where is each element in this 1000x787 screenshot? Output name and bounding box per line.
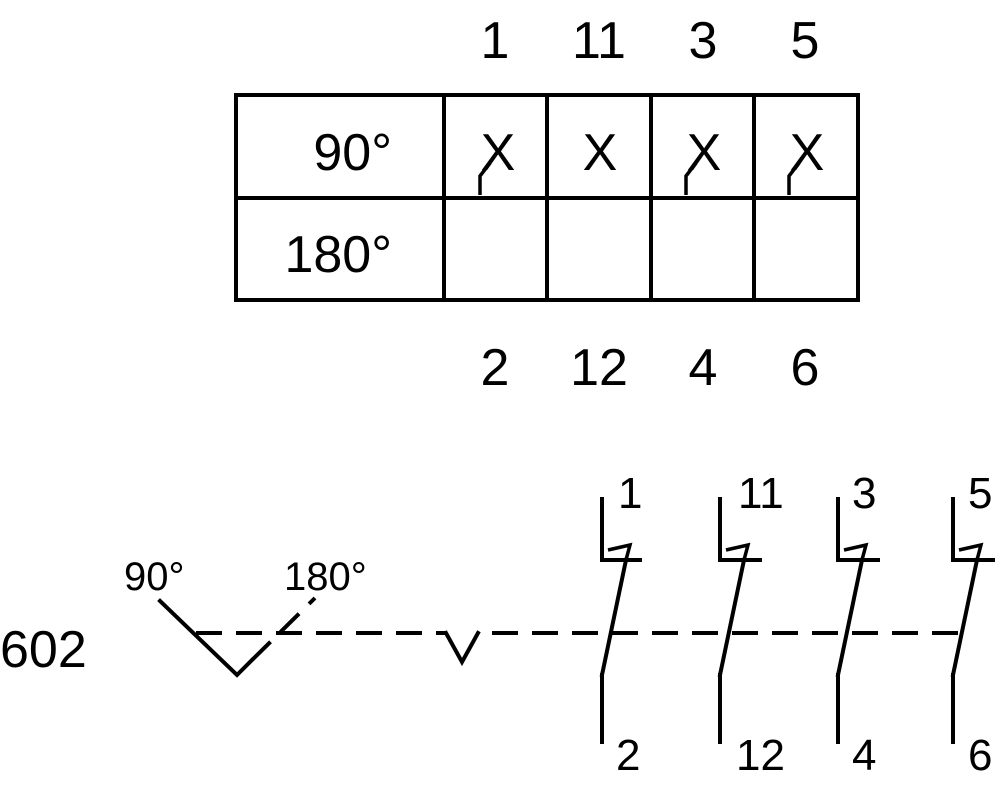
fixed-contact <box>951 497 995 562</box>
moving-contact <box>717 557 747 678</box>
table-top-terminal: 11 <box>572 12 626 70</box>
table-bottom-terminal: 6 <box>791 339 820 397</box>
position-label: 90° <box>124 555 185 599</box>
contact-11-12: 11 12 <box>717 469 785 780</box>
detent-symbol <box>443 630 481 667</box>
contact-top-label: 1 <box>618 469 642 518</box>
table-top-terminal: 5 <box>791 12 820 70</box>
contact-top-label: 11 <box>738 469 784 518</box>
contact-bottom-label: 2 <box>616 731 640 780</box>
contact-bottom-label: 6 <box>968 731 992 780</box>
table-row-label: 180° <box>284 226 392 284</box>
contact-top-label: 5 <box>968 469 992 518</box>
contact-top-label: 3 <box>852 469 876 518</box>
position-label: 180° <box>284 555 367 599</box>
mark-link-tick <box>684 161 698 195</box>
table-bottom-terminal: 2 <box>481 339 510 397</box>
contact-hook <box>843 542 869 561</box>
table-bottom-terminal: 12 <box>570 339 628 397</box>
table-top-terminal: 3 <box>689 12 718 70</box>
closed-contact-mark: X <box>481 124 516 182</box>
table-bottom-terminal: 4 <box>689 339 718 397</box>
mark-link-tick <box>787 161 801 195</box>
closed-contact-mark: X <box>790 124 825 182</box>
closed-contact-mark: X <box>687 124 722 182</box>
moving-contact <box>599 557 629 678</box>
table-row-label: 90° <box>313 124 392 182</box>
fixed-contact <box>836 497 880 562</box>
contact-hook <box>958 542 984 561</box>
contact-bottom-label: 12 <box>736 731 785 780</box>
contact-bottom-label: 4 <box>852 731 876 780</box>
knob-symbol <box>157 598 255 678</box>
contact-hook <box>725 542 751 561</box>
knob-alt-position <box>250 596 317 662</box>
schematic-id: 602 <box>0 621 87 679</box>
closed-contact-mark: X <box>583 124 618 182</box>
fixed-contact <box>718 497 762 562</box>
contact-5-6: 5 6 <box>950 469 995 780</box>
mark-link-tick <box>478 161 492 195</box>
table-top-terminal: 1 <box>481 12 510 70</box>
contact-1-2: 1 2 <box>599 469 642 780</box>
contact-3-4: 3 4 <box>835 469 880 780</box>
switching-table: 1 11 3 5 90° 180° X X X X 2 12 4 6 <box>234 12 860 397</box>
schematic: 602 90° 180° 1 2 11 12 <box>0 469 995 780</box>
moving-contact <box>950 557 980 678</box>
contact-hook <box>607 542 633 561</box>
moving-contact <box>835 557 865 678</box>
